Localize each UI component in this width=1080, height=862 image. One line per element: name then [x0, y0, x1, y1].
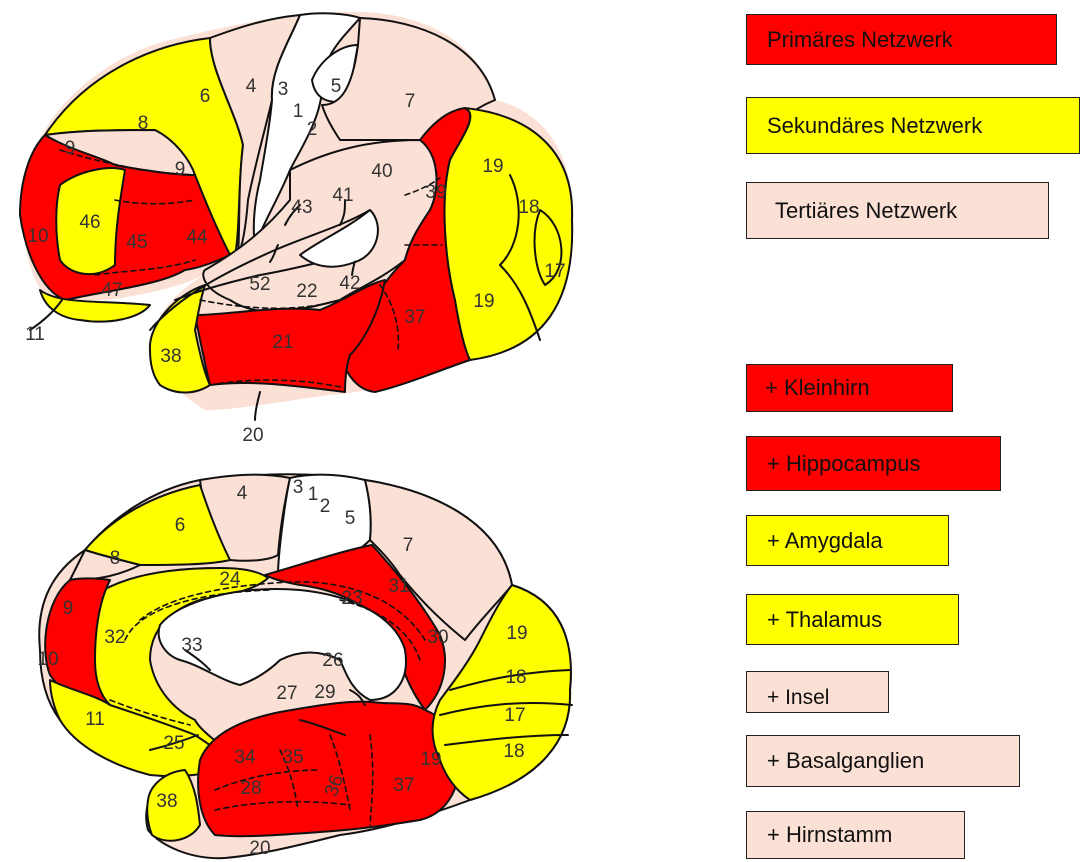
lateral-area-label: 39	[425, 182, 446, 203]
lateral-area-label: 40	[371, 161, 392, 182]
medial-area-label: 2	[320, 496, 331, 517]
lateral-area-label: 3	[278, 79, 289, 100]
addition-box: + Hippocampus	[746, 436, 1001, 491]
medial-area-label: 32	[104, 627, 125, 648]
lateral-area-label: 2	[307, 119, 318, 140]
lateral-area-label: 9	[175, 159, 186, 180]
lateral-area-label: 19	[473, 291, 494, 312]
medial-brain-view	[39, 474, 572, 858]
medial-area-label: 28	[240, 778, 261, 799]
addition-box: + Thalamus	[746, 594, 959, 645]
lateral-area-label: 19	[482, 156, 503, 177]
medial-area-label: 4	[237, 483, 248, 504]
addition-box: + Insel	[746, 671, 889, 713]
addition-label: + Basalganglien	[767, 748, 924, 774]
lateral-area-label: 7	[405, 91, 416, 112]
lateral-area-label: 6	[200, 86, 211, 107]
medial-area-label: 7	[403, 535, 414, 556]
lateral-area-label: 38	[160, 346, 181, 367]
medial-area-label: 34	[234, 747, 256, 768]
medial-area-label: 24	[219, 569, 241, 590]
medial-area-label: 18	[505, 667, 526, 688]
addition-box: + Basalganglien	[746, 735, 1020, 787]
lateral-area-label: 46	[79, 212, 100, 233]
medial-area-label: 19	[506, 623, 527, 644]
addition-label: + Hippocampus	[767, 451, 920, 477]
lateral-area-label: 37	[404, 307, 425, 328]
legend-label: Sekundäres Netzwerk	[767, 113, 982, 139]
medial-area-label: 37	[393, 775, 414, 796]
lateral-area-label: 1	[293, 101, 304, 122]
addition-box: + Hirnstamm	[746, 811, 965, 859]
addition-label: + Hirnstamm	[767, 822, 892, 848]
lateral-area-label: 4	[246, 76, 257, 97]
medial-area-label: 5	[345, 508, 356, 529]
legend-box: Tertiäres Netzwerk	[746, 182, 1049, 239]
medial-area-label: 10	[37, 649, 58, 670]
medial-area-label: 9	[63, 598, 74, 619]
medial-area-label: 6	[175, 515, 186, 536]
medial-area-label: 11	[85, 709, 105, 730]
lateral-area-label: 45	[126, 232, 147, 253]
addition-box: + Amygdala	[746, 515, 949, 566]
medial-area-label: 23	[341, 588, 362, 609]
brain-diagrams: 6431257899104645444711434140391918171952…	[0, 0, 700, 862]
medial-area-label: 3	[293, 477, 304, 498]
lateral-area-label: 5	[331, 76, 342, 97]
addition-label: + Amygdala	[767, 528, 883, 554]
legend-label: Tertiäres Netzwerk	[775, 198, 957, 224]
lateral-area-label: 10	[27, 226, 48, 247]
lateral-area-label: 42	[339, 273, 360, 294]
lateral-area-label: 43	[291, 197, 312, 218]
medial-area-label: 20	[249, 838, 270, 859]
medial-area-label: 25	[163, 733, 184, 754]
medial-area-label: 18	[503, 741, 524, 762]
addition-label: + Insel	[767, 686, 829, 710]
medial-area-label: 17	[504, 705, 525, 726]
medial-area-label: 27	[276, 683, 297, 704]
medial-area-label: 33	[181, 635, 202, 656]
medial-area-label: 19	[420, 749, 441, 770]
lateral-area-label: 52	[249, 274, 270, 295]
addition-box: + Kleinhirn	[746, 364, 953, 412]
medial-area-label: 8	[110, 548, 121, 569]
lateral-area-label: 9	[65, 138, 76, 159]
medial-area-label: 30	[427, 627, 448, 648]
lateral-area-label: 44	[186, 227, 208, 248]
legend-box: Primäres Netzwerk	[746, 14, 1057, 65]
lateral-area-label: 21	[272, 332, 293, 353]
legend-box: Sekundäres Netzwerk	[746, 97, 1080, 154]
lateral-area-label: 47	[101, 280, 122, 301]
lateral-area-label: 22	[296, 281, 317, 302]
lateral-area-label: 41	[332, 185, 353, 206]
lateral-area-label: 17	[544, 261, 565, 282]
lateral-area-label: 11	[25, 324, 45, 345]
addition-label: + Thalamus	[767, 607, 882, 633]
lateral-area-label: 20	[242, 425, 263, 446]
legend-label: Primäres Netzwerk	[767, 27, 953, 53]
medial-area-label: 38	[156, 791, 177, 812]
medial-area-label: 26	[322, 650, 343, 671]
medial-area-label: 1	[308, 484, 319, 505]
lateral-area-label: 8	[138, 113, 149, 134]
medial-area-label: 35	[282, 747, 303, 768]
medial-area-label: 31	[388, 576, 409, 597]
lateral-area-label: 18	[518, 197, 539, 218]
medial-area-label: 29	[314, 682, 335, 703]
addition-label: + Kleinhirn	[765, 375, 870, 401]
